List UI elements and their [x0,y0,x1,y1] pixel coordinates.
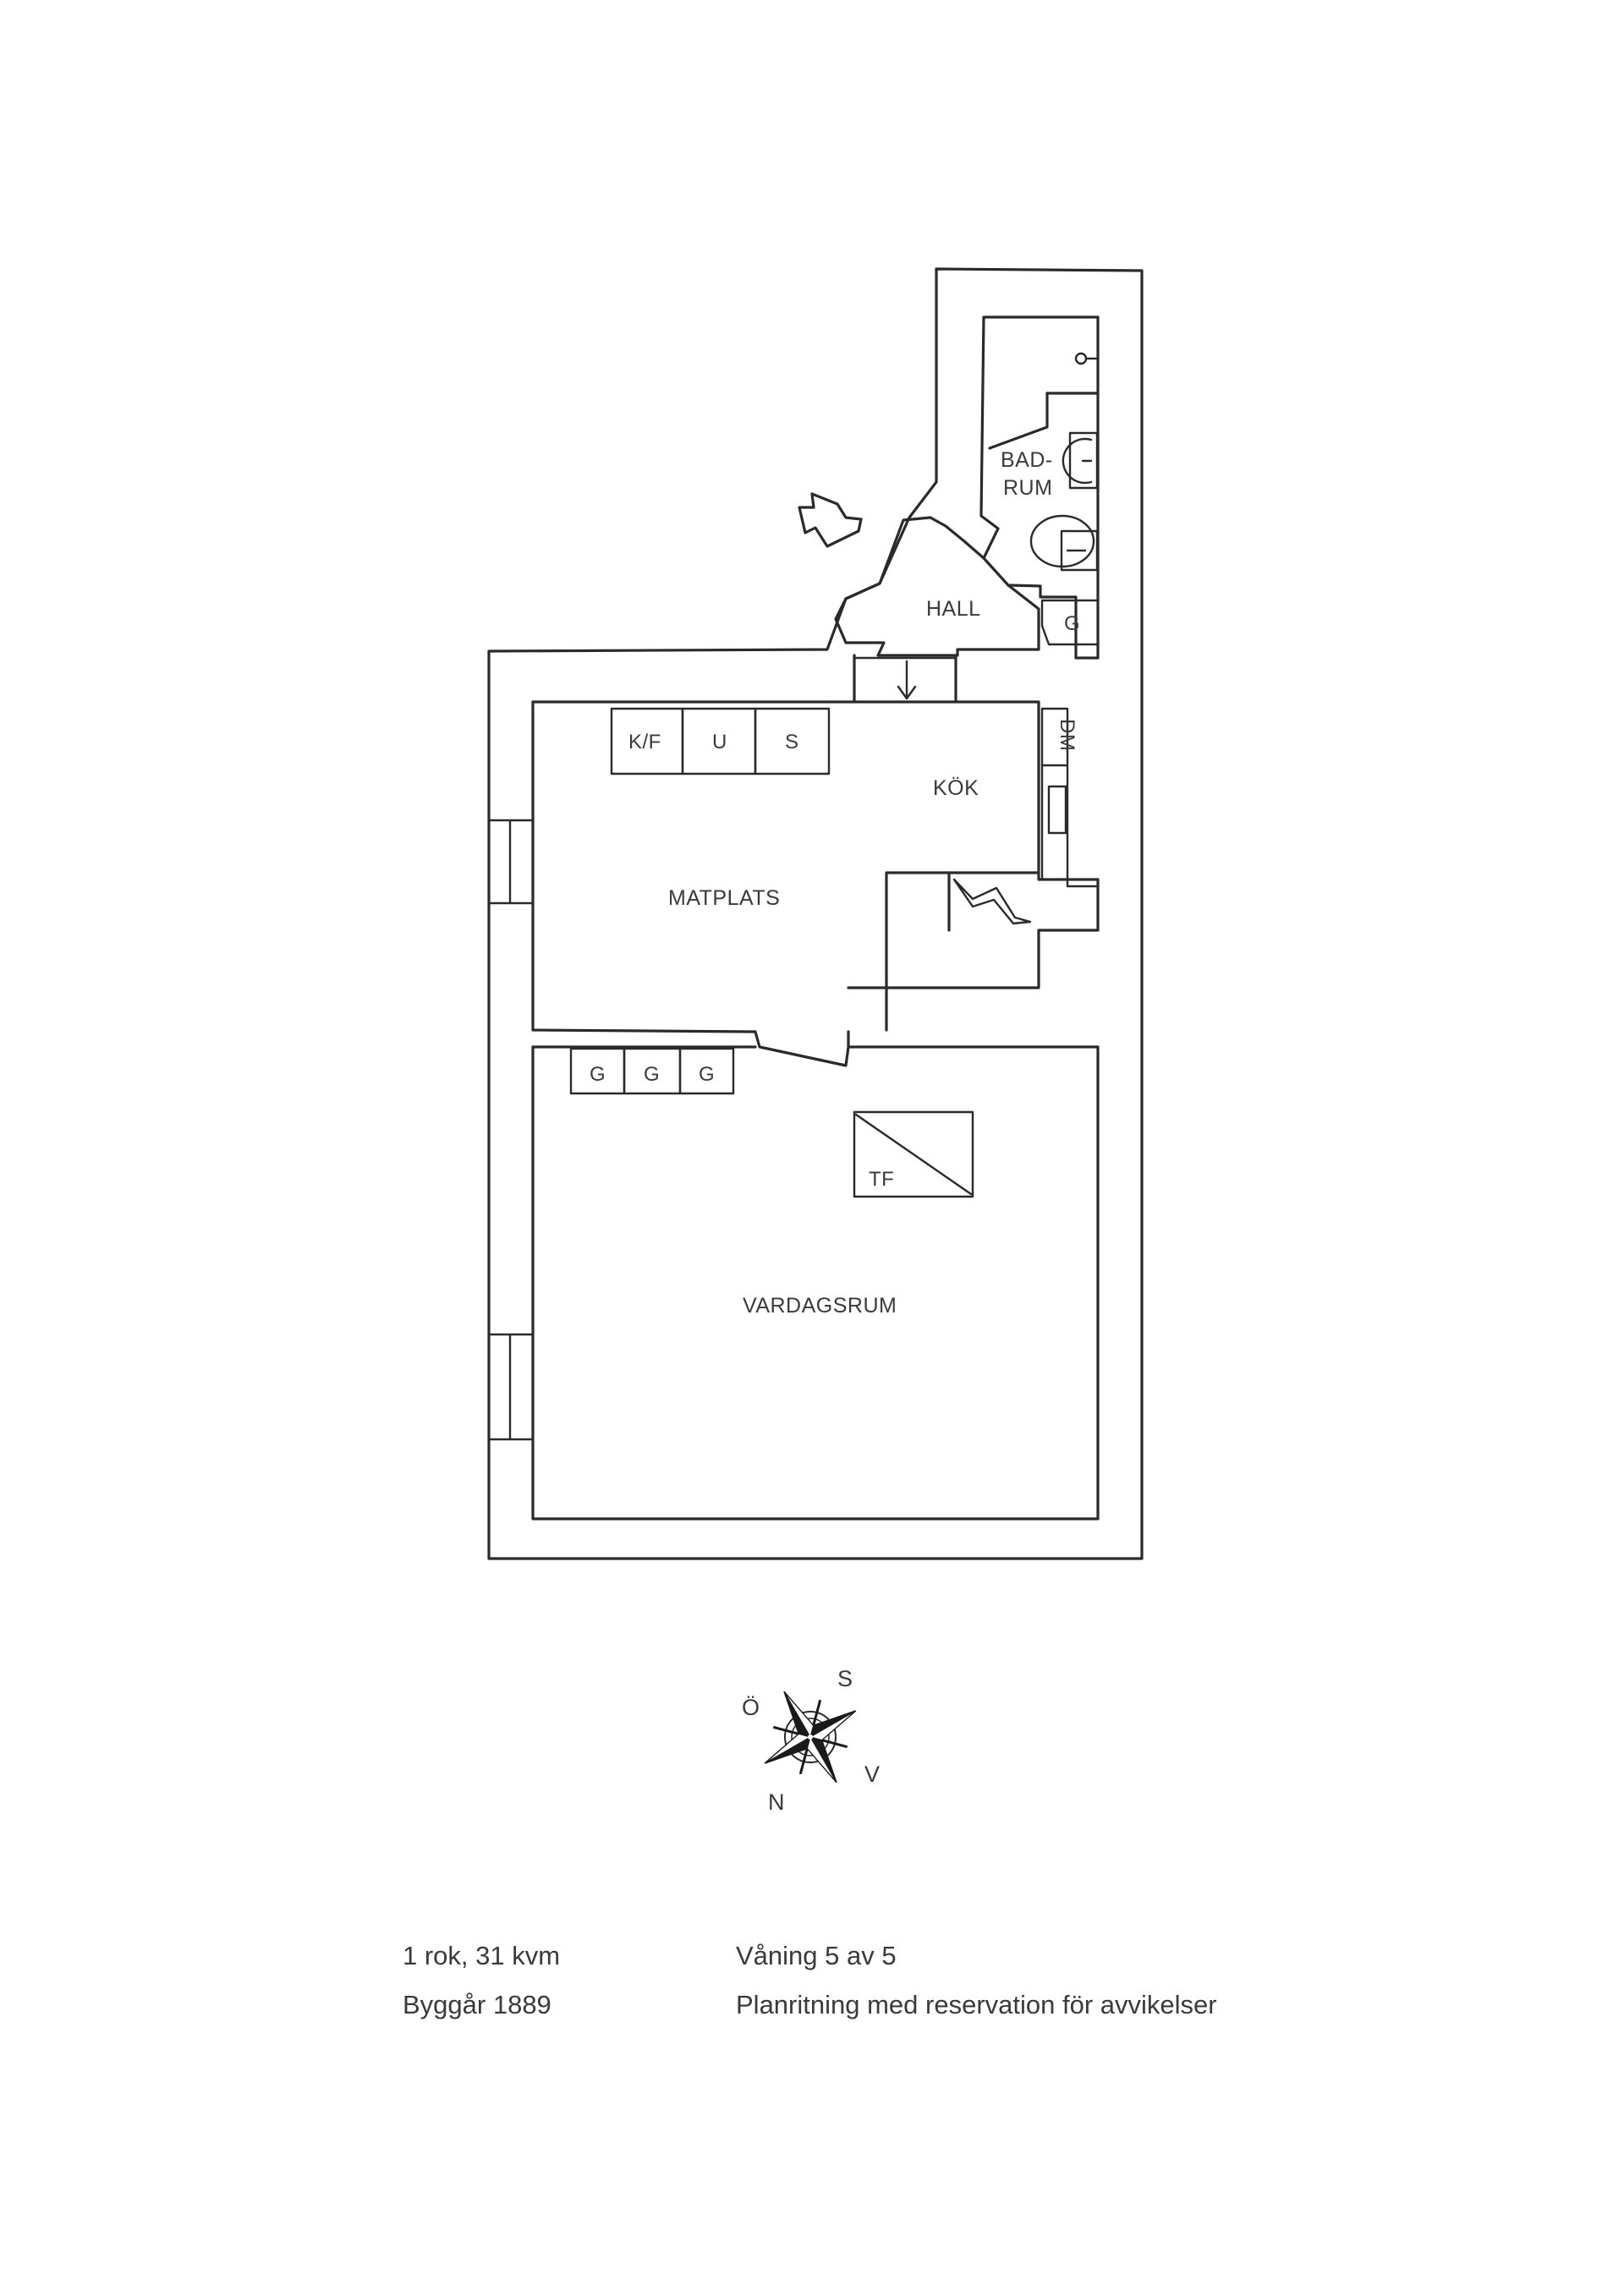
dishwasher-label: DM [1056,719,1078,751]
wardrobe-3 [678,1047,735,1095]
room-labels: BAD- RUM HALL G K/F U S DM KÖK MATPLATS … [590,448,1080,1318]
fridge-freezer-label: K/F [628,731,661,753]
disclaimer: Planritning med reservation för avvikels… [736,1990,1217,2019]
bathroom-label: BAD- [1001,448,1053,472]
toilet-icon [1029,514,1099,572]
compass-letters: S Ö N V [742,1666,880,1815]
compass-west: V [864,1762,880,1787]
bathroom-label-line2: RUM [1003,476,1052,500]
hall-closet-label: G [1064,612,1080,635]
bathroom-fixtures [988,352,1100,572]
shower-icon [1074,352,1100,365]
window-living-room [487,1333,535,1441]
compass-north: N [768,1789,785,1815]
entrance-arrow [798,492,863,548]
dining-label: MATPLATS [668,886,780,910]
doorway-dining-living [754,1030,850,1067]
tiled-stove-label: TF [869,1168,894,1191]
compass-east: Ö [742,1695,760,1720]
sink-unit [754,707,831,775]
wardrobe-2-label: G [644,1063,660,1086]
hob-icon [1047,785,1067,835]
oven-label: U [712,731,727,753]
hall-label: HALL [926,597,981,621]
window-dining [487,819,535,905]
hall-area [834,516,1100,704]
apartment-size: 1 rok, 31 kvm [403,1941,561,1970]
door-arrow [897,660,917,700]
wardrobe-1-label: G [590,1063,606,1086]
wardrobe-3-label: G [699,1063,715,1086]
sink-label: S [785,731,799,753]
kitchen-label: KÖK [933,776,979,800]
living-room-fixtures [569,1047,974,1198]
sink-icon [1062,431,1099,490]
electrical-panel-icon [952,878,1032,925]
tiled-stove [853,1110,974,1198]
windows [487,819,535,1441]
compass-south: S [837,1666,853,1691]
compass-rose [764,1690,857,1784]
hall-closet [1040,599,1100,646]
living-room-label: VARDAGSRUM [743,1294,897,1318]
floor-level: Våning 5 av 5 [736,1941,897,1970]
kitchen-fixtures [610,707,1100,1032]
year-built: Byggår 1889 [403,1990,551,2019]
